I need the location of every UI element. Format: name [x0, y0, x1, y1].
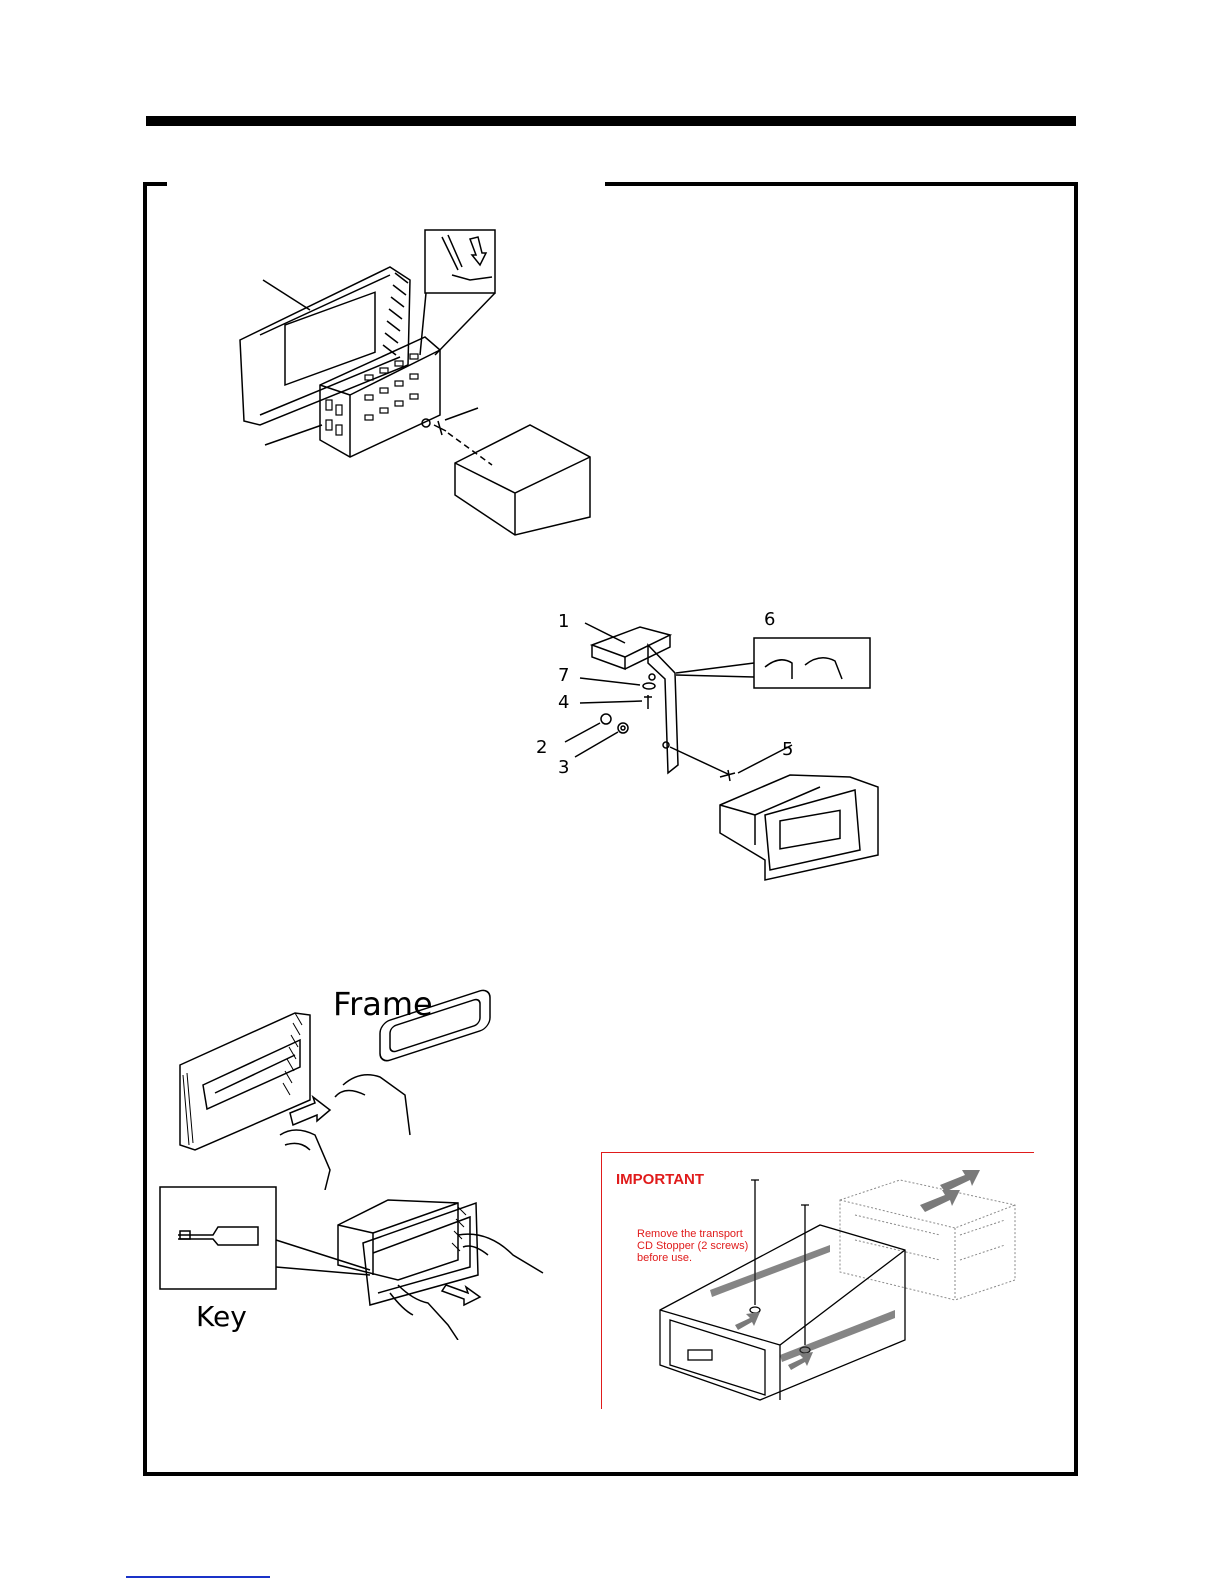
frame-border-bottom	[143, 1472, 1078, 1476]
frame-border-right	[1074, 182, 1078, 1476]
key-label: Key	[196, 1300, 247, 1333]
footer-link-underline	[126, 1576, 270, 1578]
sleeve-installation-diagram	[230, 225, 610, 545]
bracket-mounting-diagram: 1 6 7 4 2 3 5	[530, 605, 890, 890]
label-3: 3	[558, 757, 569, 778]
label-5: 5	[782, 739, 793, 760]
label-2: 2	[536, 737, 547, 758]
label-7: 7	[558, 665, 569, 686]
cd-stopper-diagram	[640, 1160, 1030, 1405]
label-6: 6	[764, 609, 775, 630]
frame-border-left	[143, 182, 147, 1476]
label-1: 1	[558, 611, 569, 632]
top-rule	[146, 116, 1076, 126]
frame-border-top-right	[605, 182, 1078, 186]
frame-label: Frame	[333, 985, 433, 1023]
label-4: 4	[558, 692, 569, 713]
